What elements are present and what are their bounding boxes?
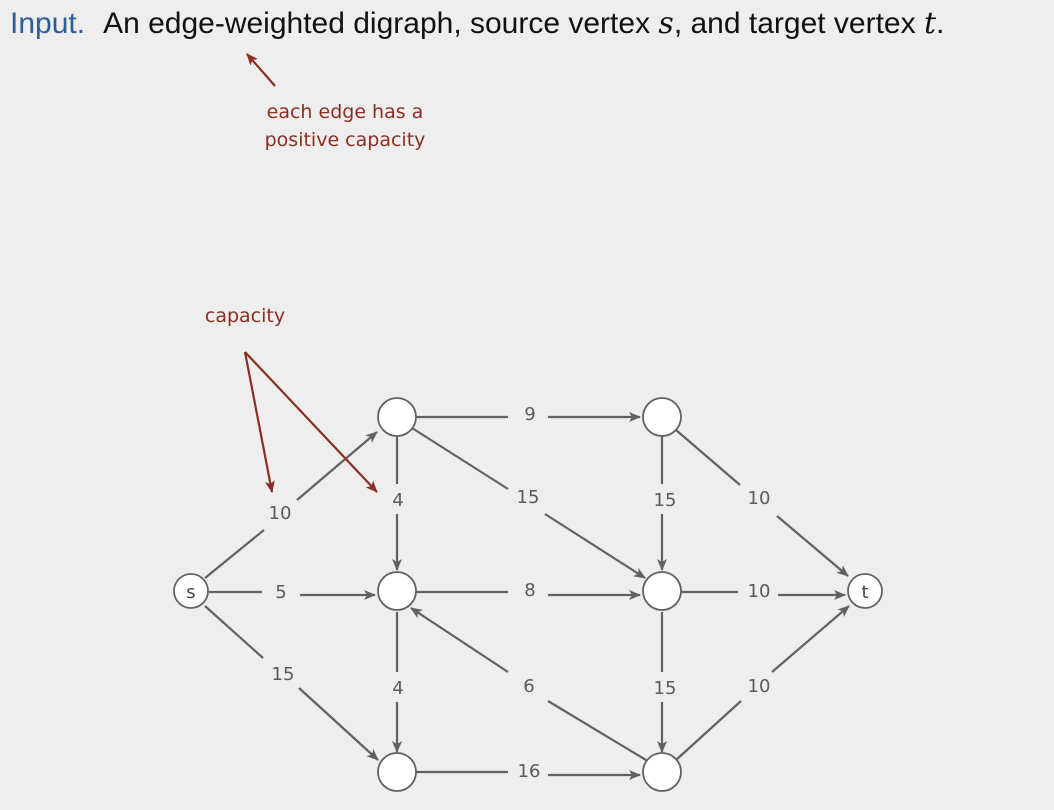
edge-bot2-t-seg2 [771, 605, 850, 673]
edge-label-top2-mid2: 15 [654, 490, 677, 511]
edge-label-mid1-mid2: 8 [524, 580, 535, 601]
header-text-part1: An edge-weighted digraph, source vertex [103, 7, 659, 40]
edge-label-mid1-bot1: 4 [392, 678, 403, 699]
annotations: each edge has a positive capacity capaci… [205, 53, 426, 493]
edge-top2-t-seg1 [675, 429, 741, 486]
node-t [847, 573, 883, 609]
edge-label-bot2-mid1: 6 [523, 676, 534, 697]
header-text-end: . [936, 7, 945, 40]
header-text-part2: , and target vertex [673, 7, 924, 40]
edge-top1-mid2-seg1 [411, 427, 509, 490]
header-keyword: Input. [10, 7, 86, 40]
edge-label-mid2-bot2: 15 [654, 678, 677, 699]
edge-s-top1-seg1 [204, 529, 265, 579]
edge-top1-mid2-seg2 [544, 513, 646, 579]
edge-bot2-t-seg1 [675, 700, 742, 761]
node-s-label: s [186, 582, 195, 603]
edge-s-bot1-seg2 [298, 687, 379, 761]
edge-label-s-mid1: 5 [275, 582, 286, 603]
edge-bot2-mid1-seg2 [410, 607, 509, 673]
annotation-arrow-capacity-2 [244, 351, 378, 493]
edge-label-top1-top2: 9 [524, 404, 535, 425]
edge-bot2-mid1-seg1 [547, 700, 647, 761]
edge-label-s-top1: 10 [269, 503, 292, 524]
edge-labels: 10 5 15 4 4 9 15 8 6 16 15 15 10 10 10 [269, 404, 771, 782]
edge-label-s-bot1: 15 [272, 664, 295, 685]
edge-s-top1-seg2 [296, 431, 378, 501]
edge-label-bot2-t: 10 [748, 676, 771, 697]
edge-s-bot1-seg1 [204, 605, 264, 659]
node-bot1 [377, 752, 417, 792]
node-bot2 [642, 752, 682, 792]
nodes: s t [173, 397, 883, 792]
annotation-arrow-edge-capacity [246, 53, 276, 87]
annotation-arrow-capacity-1 [243, 351, 275, 493]
edge-top2-t-seg2 [776, 515, 849, 577]
node-mid1 [377, 571, 417, 611]
edge-label-mid2-t: 10 [748, 581, 771, 602]
node-s [173, 573, 209, 609]
node-top1 [377, 397, 417, 437]
slide-header: Input. An edge-weighted digraph, source v… [10, 6, 944, 41]
header-source-var: s [658, 6, 674, 41]
edge-label-top2-t: 10 [748, 488, 771, 509]
node-t-label: t [861, 582, 868, 603]
header-target-var: t [923, 6, 937, 41]
edge-label-bot1-bot2: 16 [518, 761, 541, 782]
node-top2 [642, 397, 682, 437]
edges [204, 412, 850, 780]
annotation-edge-capacity-line1: each edge has a [267, 101, 424, 123]
node-mid2 [642, 571, 682, 611]
edge-label-top1-mid1: 4 [392, 490, 403, 511]
edge-label-top1-mid2: 15 [517, 487, 540, 508]
annotation-capacity-label: capacity [205, 305, 285, 327]
annotation-edge-capacity-line2: positive capacity [265, 129, 426, 151]
